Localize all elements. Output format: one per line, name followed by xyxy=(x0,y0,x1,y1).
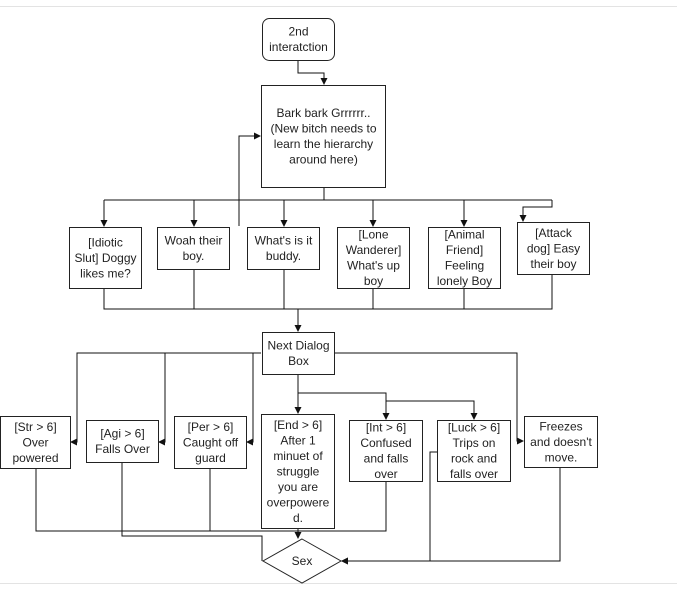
check-agi-box xyxy=(86,420,159,463)
greeting-node-box xyxy=(261,85,386,188)
next-dialog-node-box xyxy=(262,332,335,375)
check-luck-box xyxy=(437,420,511,482)
check-str-box xyxy=(0,416,71,469)
choice-idiotic-slut-box xyxy=(69,227,142,289)
check-agi-label: [Agi > 6]Falls Over xyxy=(95,427,150,457)
check-freezes-box xyxy=(524,416,598,468)
connector-0 xyxy=(297,61,328,85)
connector-10 xyxy=(103,275,553,310)
connector-22 xyxy=(335,352,524,445)
end-node-label: Sex xyxy=(292,554,313,568)
start-node-box xyxy=(262,18,335,61)
choice-attack-dog-box xyxy=(517,222,590,275)
connector-18 xyxy=(246,352,261,446)
connector-28 xyxy=(341,468,561,565)
connector-8 xyxy=(519,200,553,222)
check-per-box xyxy=(174,416,247,469)
connector-21 xyxy=(298,392,478,420)
choice-whats-is-it-box xyxy=(247,227,320,270)
connector-23 xyxy=(35,469,387,532)
connector-lines xyxy=(35,61,561,565)
end-node-diamond xyxy=(261,538,343,584)
connector-24 xyxy=(121,463,263,561)
choice-lone-wanderer-box xyxy=(337,227,410,289)
connector-17 xyxy=(158,352,261,446)
choice-animal-friend-box xyxy=(428,227,501,289)
choice-woah-their-boy-box xyxy=(157,227,230,270)
connector-9 xyxy=(238,132,261,226)
check-agi: [Agi > 6]Falls Over xyxy=(86,420,159,463)
top-border xyxy=(0,6,677,7)
bottom-border xyxy=(0,583,677,584)
check-end-box xyxy=(261,414,335,529)
end-node: Sex xyxy=(261,538,343,584)
check-int-box xyxy=(349,420,423,482)
